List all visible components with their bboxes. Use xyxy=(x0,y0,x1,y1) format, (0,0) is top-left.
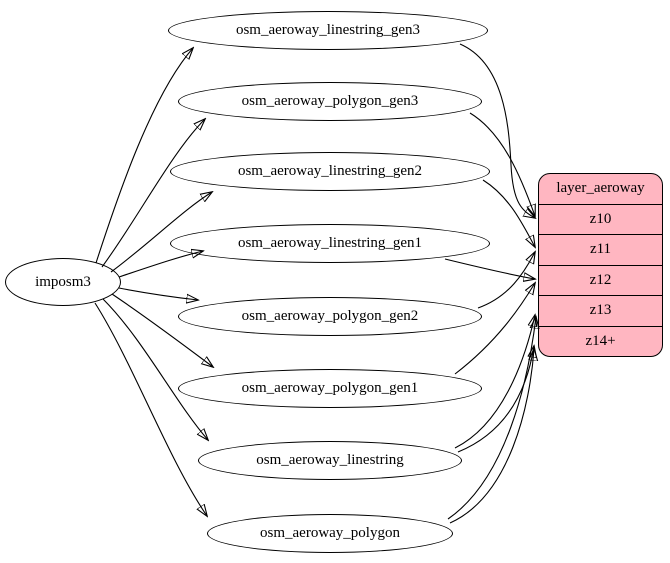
edge-linestring-to-z14 xyxy=(457,346,534,453)
table-label: osm_aeroway_polygon_gen3 xyxy=(241,93,419,109)
edge-polygon-gen1-to-z12 xyxy=(454,283,535,375)
layer-row-z13: z13 xyxy=(539,295,662,326)
edge-imposm3-to-linestring-gen1 xyxy=(118,251,203,278)
node-osm-aeroway-polygon-gen3: osm_aeroway_polygon_gen3 xyxy=(178,82,482,121)
layer-row-z12: z12 xyxy=(539,264,662,296)
table-label: osm_aeroway_linestring_gen3 xyxy=(235,22,421,38)
edge-imposm3-to-polygon xyxy=(94,302,207,516)
table-label: osm_aeroway_linestring xyxy=(256,452,404,468)
table-label: osm_aeroway_polygon_gen1 xyxy=(241,380,419,396)
node-imposm3: imposm3 xyxy=(5,258,121,306)
node-osm-aeroway-linestring-gen3: osm_aeroway_linestring_gen3 xyxy=(168,11,488,50)
node-osm-aeroway-polygon-gen2: osm_aeroway_polygon_gen2 xyxy=(178,297,482,336)
edge-polygon-to-z14 xyxy=(449,349,534,524)
layer-row-z10: z10 xyxy=(539,203,662,235)
layer-row-z14: z14+ xyxy=(539,325,662,357)
layer-aeroway-title: layer_aeroway xyxy=(556,180,645,197)
layer-row-z11: z11 xyxy=(539,234,662,265)
node-osm-aeroway-polygon-gen1: osm_aeroway_polygon_gen1 xyxy=(178,369,482,408)
node-imposm3-label: imposm3 xyxy=(35,273,91,290)
edge-linestring-gen3-to-z10 xyxy=(459,43,535,218)
table-label: osm_aeroway_linestring_gen1 xyxy=(237,235,423,251)
edge-polygon-gen2-to-z11 xyxy=(477,252,535,309)
edge-imposm3-to-polygon-gen1 xyxy=(111,293,213,367)
table-label: osm_aeroway_polygon_gen2 xyxy=(241,308,419,324)
table-label: osm_aeroway_linestring_gen2 xyxy=(237,163,423,179)
node-osm-aeroway-linestring: osm_aeroway_linestring xyxy=(198,441,462,480)
edge-imposm3-to-linestring-gen3 xyxy=(95,48,193,264)
edge-linestring-gen2-to-z11 xyxy=(482,179,535,247)
table-label: osm_aeroway_polygon xyxy=(260,525,400,541)
edge-imposm3-to-polygon-gen2 xyxy=(118,287,198,300)
edge-polygon-to-z13 xyxy=(447,317,536,520)
node-osm-aeroway-linestring-gen1: osm_aeroway_linestring_gen1 xyxy=(170,224,490,263)
node-osm-aeroway-linestring-gen2: osm_aeroway_linestring_gen2 xyxy=(170,152,490,191)
node-layer-aeroway: layer_aeroway z10 z11 z12 z13 z14+ xyxy=(538,173,663,357)
edge-linestring-gen1-to-z12 xyxy=(444,258,535,279)
node-osm-aeroway-polygon: osm_aeroway_polygon xyxy=(207,514,453,553)
